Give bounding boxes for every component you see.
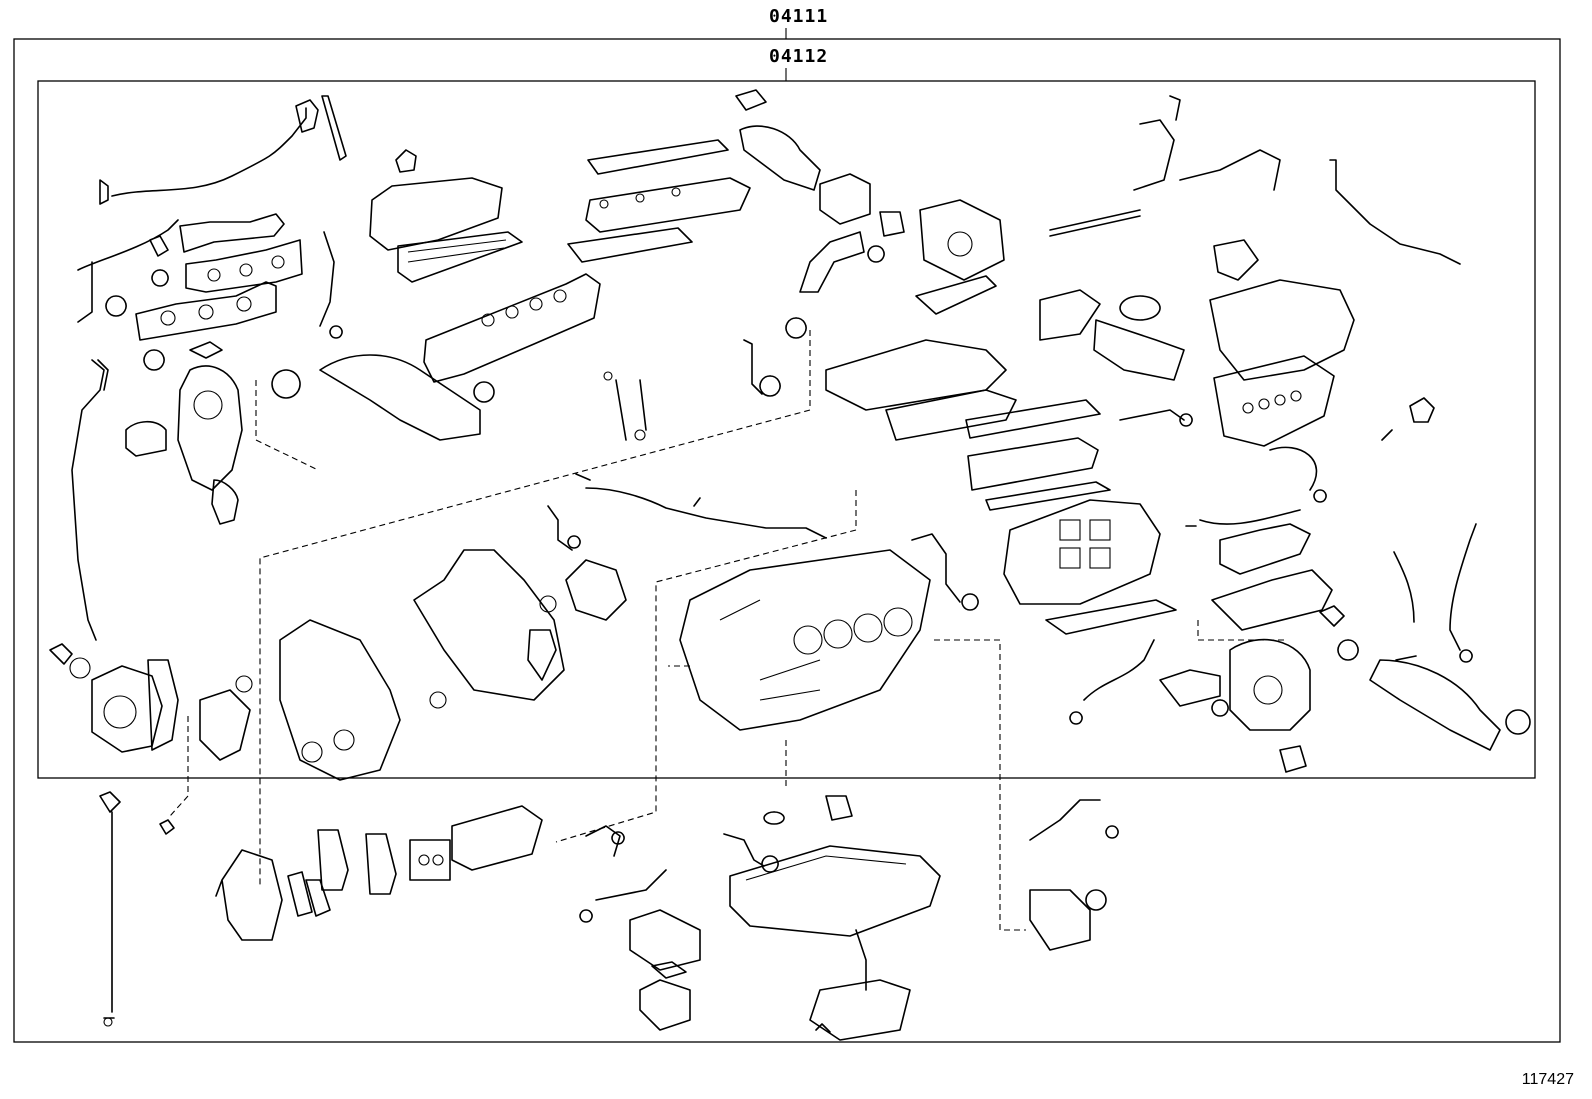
cylinder-head-right: [911, 499, 1177, 635]
assembly-label-outer[interactable]: 04111: [769, 6, 829, 27]
turbo-right: [1069, 523, 1531, 773]
water-pump-left: [49, 643, 253, 761]
parts-top-left: [71, 95, 347, 641]
head-cover-right: [1133, 95, 1461, 527]
outer-kit-frame: [13, 38, 1561, 1043]
dashed-leaders: [169, 330, 1288, 931]
parts-below-frame: [99, 791, 1119, 1041]
assembly-label-inner[interactable]: 04112: [769, 46, 829, 67]
center-harness: [547, 231, 865, 551]
engine-block: [679, 549, 931, 731]
figure-number: 117427: [1521, 1071, 1574, 1088]
intake-manifold-right: [825, 209, 1193, 511]
turbo-left: [125, 341, 243, 525]
intake-gaskets-center: [567, 89, 1005, 281]
timing-covers: [279, 549, 627, 781]
head-cover-left: [271, 149, 601, 441]
